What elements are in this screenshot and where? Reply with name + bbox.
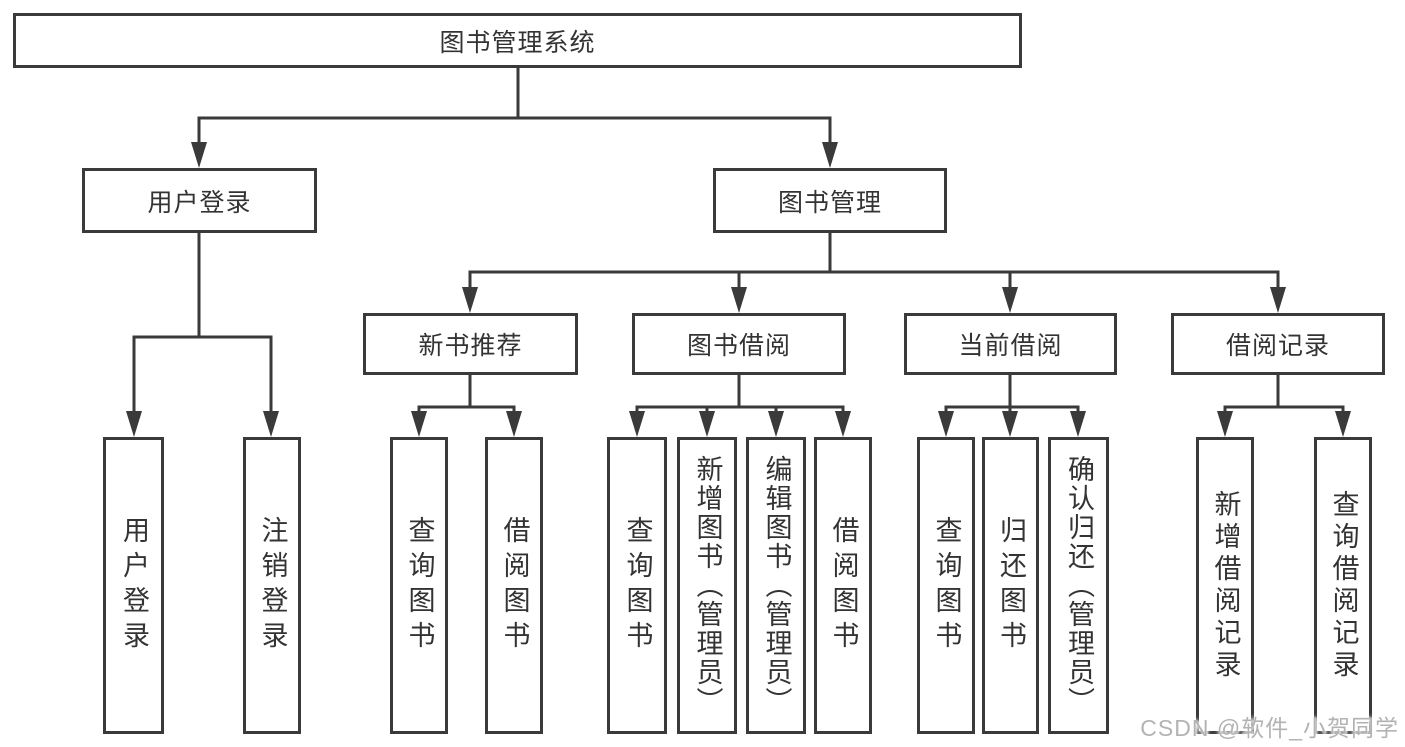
node-leaf-return-book: 归还图书 (982, 437, 1039, 734)
leaf-label: 编辑图书（管理员） (761, 455, 792, 716)
node-user-login-group: 用户登录 (82, 168, 317, 233)
leaf-label: 确认归还（管理员） (1064, 455, 1094, 716)
leaf-label: 新增图书（管理员） (692, 455, 723, 716)
leaf-label: 查询图书 (931, 515, 962, 656)
node-book-borrowing: 图书借阅 (632, 313, 846, 375)
node-new-book-recommendation: 新书推荐 (363, 313, 578, 375)
leaf-label: 用户登录 (119, 515, 149, 656)
csdn-watermark: CSDN @软件_小贺同学 (1140, 715, 1399, 741)
node-root-library-system: 图书管理系统 (13, 13, 1022, 68)
node-leaf-confirm-return-admin: 确认归还（管理员） (1048, 437, 1109, 734)
leaf-label: 注销登录 (257, 515, 288, 656)
node-leaf-borrow-book-bb: 借阅图书 (814, 437, 872, 734)
leaf-label: 借阅图书 (499, 515, 530, 656)
node-leaf-borrow-book-nbr: 借阅图书 (485, 437, 543, 734)
node-leaf-query-book-nbr: 查询图书 (390, 437, 448, 734)
node-leaf-edit-book-admin: 编辑图书（管理员） (746, 437, 806, 734)
node-book-management: 图书管理 (713, 168, 947, 233)
node-leaf-add-borrow-record: 新增借阅记录 (1196, 437, 1254, 734)
node-leaf-user-login: 用户登录 (103, 437, 164, 734)
leaf-label: 查询图书 (404, 515, 435, 656)
leaf-label: 借阅图书 (828, 515, 859, 656)
node-leaf-query-book-cb: 查询图书 (917, 437, 975, 734)
arrowheads (126, 142, 1351, 437)
node-leaf-logout: 注销登录 (243, 437, 301, 734)
node-borrowing-records: 借阅记录 (1171, 313, 1385, 375)
node-leaf-query-book-bb: 查询图书 (607, 437, 667, 734)
node-leaf-add-book-admin: 新增图书（管理员） (677, 437, 737, 734)
node-current-borrowing: 当前借阅 (904, 313, 1117, 375)
leaf-label: 查询借阅记录 (1328, 489, 1359, 682)
leaf-label: 新增借阅记录 (1210, 489, 1241, 682)
node-leaf-query-borrow-record: 查询借阅记录 (1314, 437, 1372, 734)
leaf-label: 归还图书 (996, 515, 1026, 656)
leaf-label: 查询图书 (622, 515, 653, 656)
